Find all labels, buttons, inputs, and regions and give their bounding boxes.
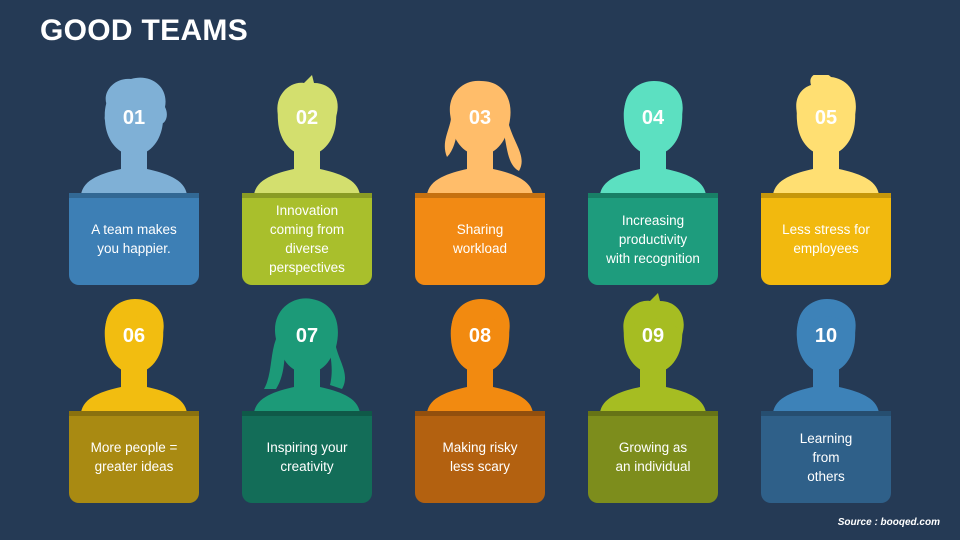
person-silhouette-icon [254,298,360,413]
item-number: 07 [295,325,319,347]
person-silhouette-icon [600,81,706,195]
person-silhouette-icon [427,80,533,195]
benefit-text: Making risky less scary [442,440,518,474]
person-silhouette-icon [81,77,187,195]
benefit-text: A team makes you happier. [91,222,177,256]
benefit-text-box: Increasing productivity with recognition [588,193,718,285]
benefit-text-box: Less stress for employees [761,193,891,285]
benefit-text-box: Sharing workload [415,193,545,285]
box-top-shadow [761,411,891,416]
benefit-text-box: A team makes you happier. [69,193,199,285]
benefit-text-box: Growing as an individual [588,411,718,503]
benefit-text-box: Inspiring your creativity [242,411,372,503]
team-benefit-card: 01 A team makes you happier. [69,75,199,303]
person-silhouette-icon [254,75,360,195]
person-silhouette-icon [773,299,879,413]
box-top-shadow [588,193,718,198]
box-top-shadow [69,193,199,198]
source-credit: Source : booqed.com [837,517,940,528]
item-number: 06 [122,325,146,347]
box-top-shadow [588,411,718,416]
box-top-shadow [761,193,891,198]
benefit-text: Innovation coming from diverse perspecti… [269,203,345,275]
box-top-shadow [415,411,545,416]
item-number: 01 [122,107,146,129]
box-top-shadow [69,411,199,416]
item-number: 10 [814,325,838,347]
benefit-text: Increasing productivity with recognition [606,212,700,266]
benefit-text: Growing as an individual [615,440,691,474]
person-silhouette-icon [600,293,706,413]
benefit-text: More people = greater ideas [90,440,178,474]
box-top-shadow [242,193,372,198]
item-number: 02 [295,107,319,129]
benefit-text-box: More people = greater ideas [69,411,199,503]
item-number: 04 [641,107,665,129]
item-number: 09 [641,325,665,347]
benefit-text: Sharing workload [452,222,508,256]
box-top-shadow [242,411,372,416]
person-silhouette-icon [773,75,879,195]
page-title: GOOD TEAMS [40,14,249,47]
benefit-text: Less stress for employees [782,222,870,256]
benefit-text-box: Making risky less scary [415,411,545,503]
benefit-text: Inspiring your creativity [266,440,348,474]
person-silhouette-icon [427,299,533,413]
benefit-text-box: Learning from others [761,411,891,503]
item-number: 03 [468,107,492,129]
benefit-text: Learning from others [799,430,853,484]
item-number: 05 [814,107,838,129]
item-number: 08 [468,325,492,347]
benefit-text-box: Innovation coming from diverse perspecti… [242,193,372,285]
person-silhouette-icon [81,299,187,413]
box-top-shadow [415,193,545,198]
